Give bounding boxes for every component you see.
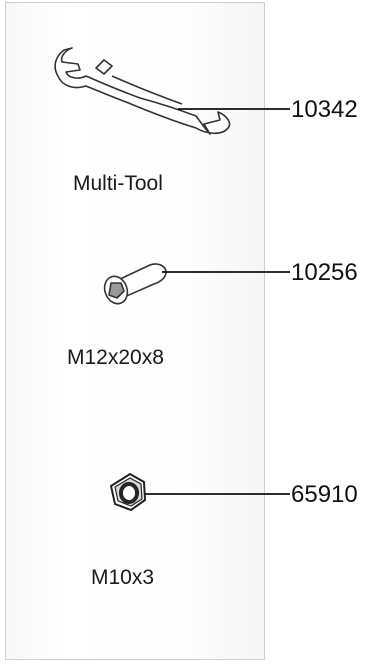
part-name-nut: M10x3 [91,566,155,589]
part-number-10342: 10342 [291,96,358,123]
bolt-icon [103,263,167,305]
parts-panel [5,2,265,660]
part-number-10256: 10256 [291,259,358,286]
part-name-bolt: M12x20x8 [67,346,164,369]
hex-nut-icon [110,473,146,511]
multi-tool-wrench-icon [54,47,231,135]
part-number-65910: 65910 [291,481,358,508]
part-name-multi-tool: Multi-Tool [73,172,163,195]
